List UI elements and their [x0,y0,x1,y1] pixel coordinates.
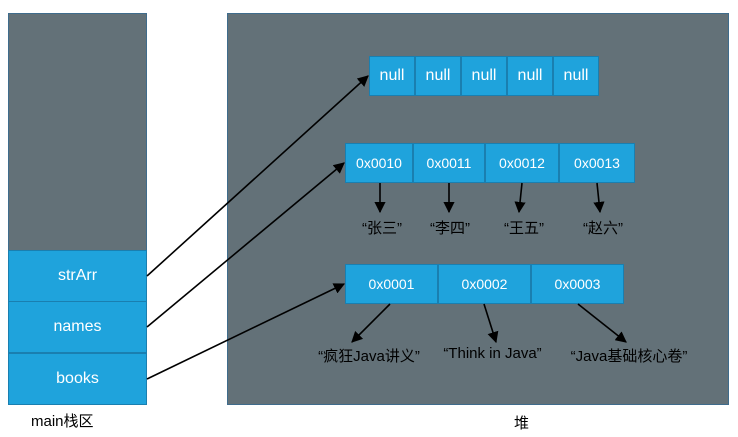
arrow-to-string [514,182,526,214]
books-address-cell: 0x0001 [345,264,438,304]
books-address-cell: 0x0002 [438,264,531,304]
var-names: names [8,301,147,353]
null-cell: null [507,56,553,96]
null-cell: null [461,56,507,96]
books-address-cell: 0x0003 [531,264,624,304]
arrow-to-string [593,182,605,214]
string-value: “王五” [504,220,544,237]
string-value: “张三” [362,220,402,237]
names-address-cell: 0x0011 [413,143,485,183]
string-value: “赵六” [583,220,623,237]
null-cell: null [415,56,461,96]
arrow-strArr-to-null-array [146,75,369,277]
names-address-cell: 0x0013 [559,143,635,183]
arrow-to-string [483,303,499,344]
string-value: “疯狂Java讲义” [318,348,420,365]
arrow-to-string [351,303,391,343]
stack-caption: main栈区 [31,413,94,430]
arrow-books-to-books-array [146,283,346,380]
names-address-cell: 0x0012 [485,143,559,183]
null-cell: null [553,56,599,96]
var-books: books [8,353,147,405]
names-address-cell: 0x0010 [345,143,413,183]
arrow-to-string [577,303,627,343]
arrow-names-to-names-array [146,162,345,328]
string-value: “Think in Java” [443,345,542,362]
null-cell: null [369,56,415,96]
string-value: “李四” [430,220,470,237]
string-value: “Java基础核心卷” [570,348,688,365]
heap-caption: 堆 [514,415,530,432]
